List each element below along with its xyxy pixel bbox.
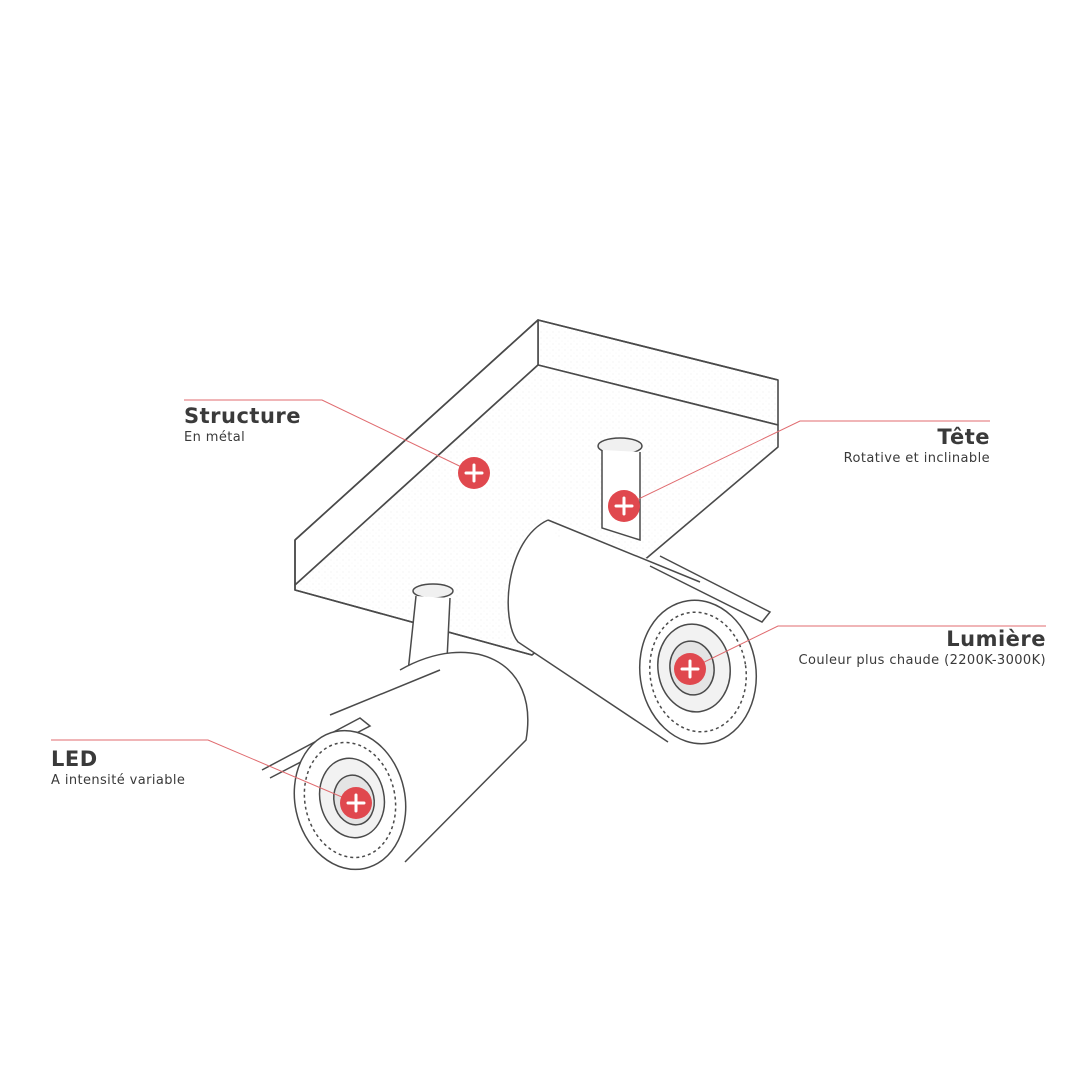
hotspot-tete[interactable] <box>608 490 640 522</box>
leader-line-lumiere <box>689 625 1046 670</box>
label-tete: Tête Rotative et inclinable <box>844 424 990 468</box>
plus-icon <box>614 496 634 516</box>
label-lumiere-title: Lumière <box>946 627 1046 651</box>
label-led-subtitle: A intensité variable <box>51 773 186 788</box>
spotlight-front <box>261 583 529 871</box>
label-structure: Structure En métal <box>184 403 301 447</box>
leader-line-tete <box>623 420 990 507</box>
hotspot-lumiere[interactable] <box>674 653 706 685</box>
plus-icon <box>464 463 484 483</box>
label-lumiere-subtitle: Couleur plus chaude (2200K-3000K) <box>798 653 1046 668</box>
label-lumiere: Lumière Couleur plus chaude (2200K-3000K… <box>799 626 1046 670</box>
leader-lines <box>51 399 1046 804</box>
ceiling-plate <box>294 319 779 656</box>
label-led: LED A intensité variable <box>51 746 185 790</box>
hotspot-led[interactable] <box>340 787 372 819</box>
leader-line-structure <box>184 399 475 474</box>
leader-line-led <box>51 739 357 804</box>
plus-icon <box>680 659 700 679</box>
label-led-title: LED <box>51 747 98 771</box>
plus-icon <box>346 793 366 813</box>
label-structure-subtitle: En métal <box>184 430 246 445</box>
label-tete-subtitle: Rotative et inclinable <box>843 451 990 466</box>
hotspot-structure[interactable] <box>458 457 490 489</box>
label-structure-title: Structure <box>184 404 302 428</box>
label-tete-title: Tête <box>937 425 990 449</box>
